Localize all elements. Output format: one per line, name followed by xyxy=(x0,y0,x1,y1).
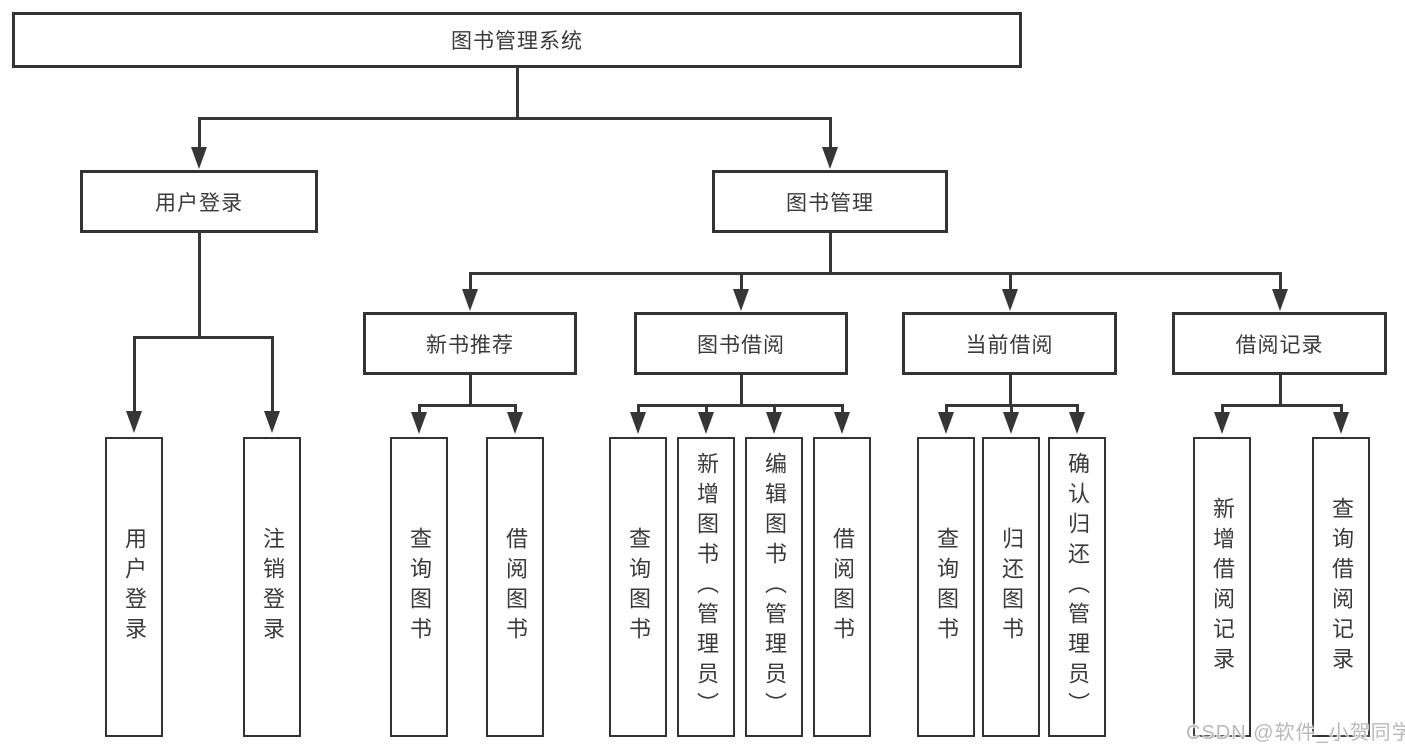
connector-stub xyxy=(1010,404,1013,416)
connector-mgmt-stem xyxy=(829,233,832,275)
arrow-down xyxy=(766,412,782,434)
connector-level2-rail xyxy=(198,117,832,120)
leaf-user-login: 用户登录 xyxy=(105,437,163,737)
connector-stub xyxy=(469,272,472,290)
arrow-down xyxy=(834,412,850,434)
connector-level3-rail xyxy=(469,272,1282,275)
node-new-book-recommend: 新书推荐 xyxy=(363,312,577,375)
leaf-borrow-book: 借阅图书 xyxy=(813,437,871,737)
connector-group-rail xyxy=(637,404,844,407)
arrow-down xyxy=(1069,412,1085,434)
connector-group-rail xyxy=(418,404,517,407)
connector-stub xyxy=(1221,404,1224,416)
connector-login-stem xyxy=(198,233,201,339)
connector-stub xyxy=(705,404,708,416)
arrow-down xyxy=(507,412,523,434)
leaf-query-book-borrow: 查询图书 xyxy=(609,437,667,737)
connector-group-stem xyxy=(1009,375,1012,407)
arrow-down xyxy=(1333,412,1349,434)
connector-stub xyxy=(1279,272,1282,290)
connector-stub xyxy=(133,336,136,414)
leaf-edit-book-admin: 编辑图书（管理员） xyxy=(745,437,803,737)
connector-stub xyxy=(841,404,844,416)
connector-stub xyxy=(514,404,517,416)
connector-stub xyxy=(1076,404,1079,416)
leaf-query-book-current: 查询图书 xyxy=(917,437,975,737)
leaf-confirm-return-admin: 确认归还（管理员） xyxy=(1048,437,1106,737)
node-user-login: 用户登录 xyxy=(80,170,318,233)
connector-group-stem xyxy=(740,375,743,407)
arrow-down xyxy=(1214,412,1230,434)
connector-stub xyxy=(418,404,421,416)
arrow-down xyxy=(1272,289,1288,311)
arrow-down xyxy=(1002,289,1018,311)
leaf-logout: 注销登录 xyxy=(243,437,301,737)
arrow-down xyxy=(126,411,142,433)
connector-root-stem xyxy=(516,68,519,120)
arrow-down xyxy=(462,289,478,311)
connector-stub xyxy=(740,272,743,290)
connector-group-stem xyxy=(1279,375,1282,407)
arrow-down xyxy=(191,147,207,169)
node-current-borrow: 当前借阅 xyxy=(902,312,1117,375)
node-library-system: 图书管理系统 xyxy=(12,12,1022,68)
node-book-borrow: 图书借阅 xyxy=(634,312,848,375)
leaf-borrow-book-recommend: 借阅图书 xyxy=(486,437,544,737)
arrow-down xyxy=(938,412,954,434)
node-borrow-records: 借阅记录 xyxy=(1172,312,1387,375)
leaf-add-book-admin: 新增图书（管理员） xyxy=(677,437,735,737)
leaf-add-borrow-record: 新增借阅记录 xyxy=(1193,437,1251,737)
connector-group-rail xyxy=(1221,404,1343,407)
arrow-down xyxy=(698,412,714,434)
leaf-return-book: 归还图书 xyxy=(982,437,1040,737)
connector-stub xyxy=(1340,404,1343,416)
connector-stub xyxy=(271,336,274,414)
connector-stub xyxy=(829,117,832,150)
node-book-management: 图书管理 xyxy=(712,170,948,233)
arrow-down xyxy=(411,412,427,434)
arrow-down xyxy=(822,147,838,169)
connector-stub xyxy=(637,404,640,416)
leaf-query-borrow-record: 查询借阅记录 xyxy=(1312,437,1370,737)
arrow-down xyxy=(733,289,749,311)
arrow-down xyxy=(264,411,280,433)
connector-stub xyxy=(198,117,201,150)
connector-login-rail xyxy=(133,336,274,339)
leaf-query-book-recommend: 查询图书 xyxy=(390,437,448,737)
connector-stub xyxy=(773,404,776,416)
connector-stub xyxy=(945,404,948,416)
csdn-watermark: CSDN @软件_小贺同学 xyxy=(1186,722,1405,744)
connector-group-stem xyxy=(469,375,472,407)
connector-stub xyxy=(1009,272,1012,290)
arrow-down xyxy=(1003,412,1019,434)
arrow-down xyxy=(630,412,646,434)
